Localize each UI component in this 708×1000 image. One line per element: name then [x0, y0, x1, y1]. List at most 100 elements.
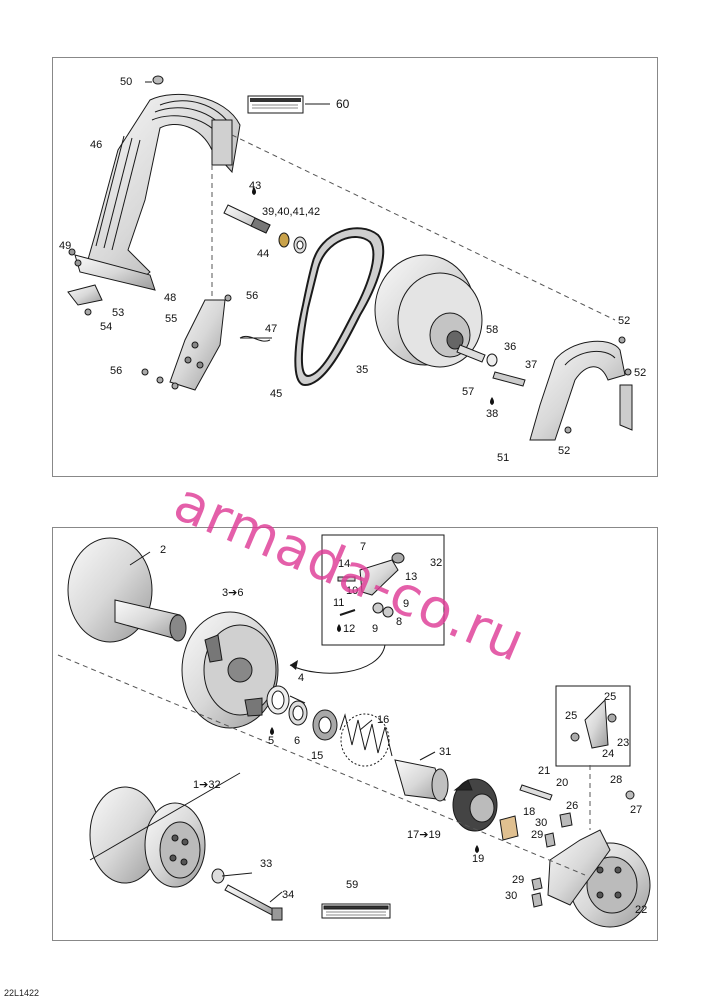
spring-16	[339, 713, 393, 767]
shaft-43	[223, 204, 271, 234]
callout-24: 24	[602, 748, 614, 760]
callout-51: 51	[497, 452, 509, 464]
callout-49: 49	[59, 240, 71, 252]
callout-45: 45	[270, 388, 282, 400]
callout-29a: 29	[531, 829, 543, 841]
callout-56a: 56	[246, 290, 258, 302]
callout-27: 27	[630, 804, 642, 816]
callout-48: 48	[164, 292, 176, 304]
callout-25b: 25	[565, 710, 577, 722]
callout-32a: 32	[430, 557, 442, 569]
callout-11: 11	[333, 597, 344, 609]
callout-52c: 52	[558, 445, 570, 457]
callout-7: 7	[360, 541, 366, 553]
movable-sheave-3	[181, 611, 279, 729]
callout-30b: 30	[505, 890, 517, 902]
callout-52a: 52	[618, 315, 630, 327]
drive-pulley-assembly-1	[89, 786, 206, 888]
ramp-23-24-25	[555, 685, 631, 767]
label-59	[321, 903, 391, 919]
callout-37: 37	[525, 359, 537, 371]
callout-50: 50	[120, 76, 132, 88]
callout-15: 15	[311, 750, 323, 762]
leader-lines	[89, 551, 436, 903]
bottom-panel-frame	[52, 527, 658, 941]
callout-52b: 52	[634, 367, 646, 379]
governor-cup-22	[547, 829, 651, 928]
washer-6	[288, 700, 308, 726]
nut-50	[145, 75, 164, 85]
callout-38: 38	[486, 408, 498, 420]
callout-55: 55	[165, 313, 177, 325]
callout-1-32: 1➔32	[193, 779, 221, 791]
lubricant-drop-icon	[252, 187, 494, 853]
bolt-34	[224, 884, 283, 921]
bushing-18	[499, 815, 519, 841]
callout-2: 2	[160, 544, 166, 556]
callout-22: 22	[635, 904, 647, 916]
callout-3-6: 3➔6	[222, 587, 243, 599]
driven-pulley-35	[374, 254, 483, 368]
callout-8: 8	[396, 616, 402, 628]
callout-59: 59	[346, 879, 358, 891]
callout-39-42: 39,40,41,42	[262, 206, 320, 218]
top-panel-frame	[52, 57, 658, 477]
callout-53: 53	[112, 307, 124, 319]
callout-20: 20	[556, 777, 568, 789]
callouts-top: 50 60 46 43 39,40,41,42 44 49 48 56 53 5…	[59, 76, 646, 464]
callout-47: 47	[265, 323, 277, 335]
pin-47	[239, 335, 272, 342]
spacer-58-36-57	[456, 344, 526, 387]
callout-34: 34	[282, 889, 294, 901]
callout-57: 57	[462, 386, 474, 398]
clip-53-54	[67, 284, 103, 316]
callout-30a: 30	[535, 817, 547, 829]
screws-56	[141, 368, 179, 390]
sleeve-31	[394, 759, 449, 802]
callout-28: 28	[610, 774, 622, 786]
seal-15	[312, 709, 338, 741]
assembly-lines-bottom	[57, 654, 591, 876]
callout-14: 14	[338, 558, 350, 570]
callouts-bottom: 2 3➔6 7 32 14 10 13 11 9 12 9 8 4 16 5 6…	[160, 541, 647, 916]
seal-44	[278, 232, 307, 254]
callout-25a: 25	[604, 691, 616, 703]
callout-54: 54	[100, 321, 112, 333]
guard-51-52	[529, 336, 633, 441]
callout-31: 31	[439, 746, 451, 758]
callout-6: 6	[294, 735, 300, 747]
inset-box	[289, 534, 445, 674]
spider-17-19	[452, 778, 498, 832]
callout-43: 43	[249, 180, 261, 192]
callout-9a: 9	[403, 598, 409, 610]
callout-16: 16	[377, 714, 389, 726]
callout-13: 13	[405, 571, 417, 583]
drive-belt-45	[294, 227, 385, 387]
callout-5: 5	[268, 735, 274, 747]
document-code: 22L1422	[4, 988, 40, 998]
belt-guard-46	[84, 94, 241, 286]
callout-44: 44	[257, 248, 269, 260]
callout-29b: 29	[512, 874, 524, 886]
callout-19: 19	[472, 853, 484, 865]
support-55	[169, 294, 232, 391]
assembly-lines-top	[211, 134, 616, 321]
bracket-48	[68, 248, 156, 291]
callout-35: 35	[356, 364, 368, 376]
callout-23: 23	[617, 737, 629, 749]
callout-10: 10	[346, 585, 358, 597]
callout-18: 18	[523, 806, 535, 818]
screws-26-30	[531, 790, 635, 908]
callout-9b: 9	[372, 623, 378, 635]
callout-26: 26	[566, 800, 578, 812]
callout-60: 60	[336, 97, 350, 111]
warning-label-60	[247, 95, 330, 114]
callout-4: 4	[298, 672, 304, 684]
bushing-4	[266, 685, 290, 715]
callout-58: 58	[486, 324, 498, 336]
callout-21: 21	[538, 765, 550, 777]
fixed-sheave-2	[67, 537, 187, 643]
callout-46: 46	[90, 139, 102, 151]
callout-17-19: 17➔19	[407, 829, 441, 841]
